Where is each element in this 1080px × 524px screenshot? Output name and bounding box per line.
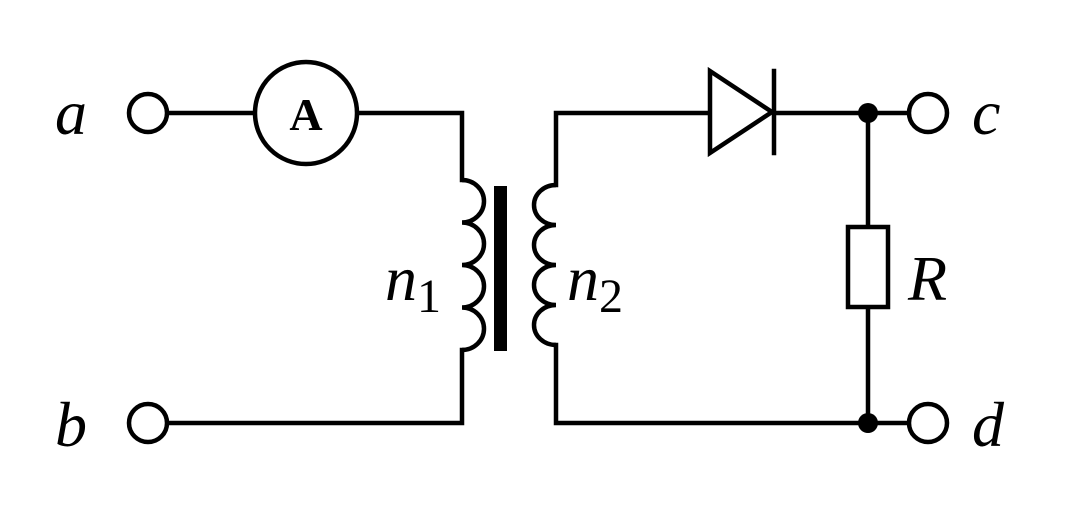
- ammeter-symbol: A: [289, 89, 322, 140]
- label-primary-winding: n1: [385, 243, 441, 323]
- junction-node-d: [858, 413, 878, 433]
- diode: [707, 66, 777, 158]
- ammeter: A: [252, 59, 360, 167]
- secondary-coil: [531, 182, 557, 348]
- label-n2-subscript: 2: [599, 270, 623, 323]
- terminal-a: [126, 91, 170, 135]
- primary-coil: [461, 177, 487, 353]
- label-resistor: R: [907, 243, 947, 314]
- terminal-c: [906, 91, 950, 135]
- label-a: a: [55, 77, 87, 148]
- resistor: [845, 224, 891, 310]
- diode-triangle: [707, 66, 777, 158]
- wire-ammeter-to-primary-coil: [354, 110, 465, 183]
- label-n2-name: n: [567, 243, 599, 314]
- label-secondary-winding: n2: [567, 243, 623, 323]
- label-c: c: [972, 77, 1000, 148]
- terminal-b: [126, 401, 170, 445]
- terminal-d: [906, 401, 950, 445]
- transformer-core: [494, 186, 507, 351]
- label-d: d: [972, 389, 1005, 460]
- label-b: b: [55, 389, 87, 460]
- ammeter-circle: [252, 59, 360, 167]
- label-n1-subscript: 1: [417, 270, 441, 323]
- label-n1-name: n: [385, 243, 417, 314]
- wire-secondary-coil-to-node-d: [553, 342, 911, 426]
- wire-primary-coil-to-b: [165, 347, 465, 426]
- wire-secondary-coil-to-diode: [553, 110, 713, 188]
- junction-node-c: [858, 103, 878, 123]
- primary-circuit: [165, 110, 487, 426]
- secondary-circuit: [531, 110, 911, 426]
